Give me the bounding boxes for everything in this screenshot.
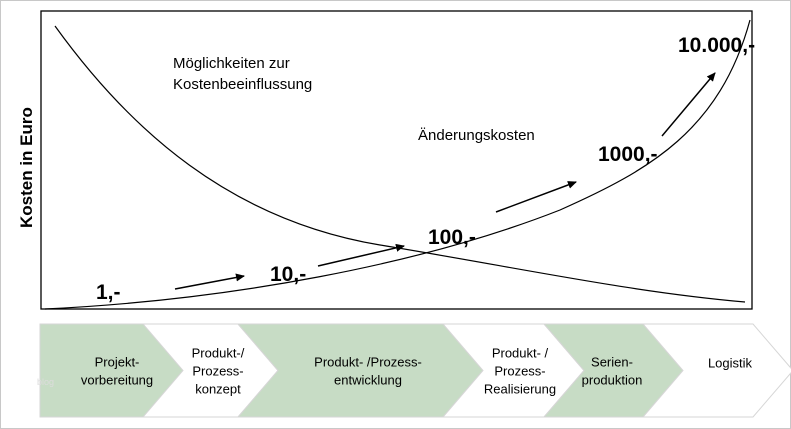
change-cost-curve: [44, 19, 751, 310]
cost-label-1000: 1000,-: [598, 143, 658, 166]
arrow-10-to-100: [317, 243, 405, 267]
phase-label-2-line-2: Prozess-: [192, 364, 243, 379]
cost-label-10000: 10.000,-: [678, 34, 755, 57]
phase-label-4-line-2: Prozess-: [494, 364, 545, 379]
phase-label-6-line-1: Logistik: [708, 356, 753, 371]
phase-label-5-line-2: produktion: [582, 373, 643, 388]
phase-label-5-line-1: Serien-: [591, 355, 633, 370]
arrow-1000-to-10000: [661, 72, 716, 137]
phase-label-3-line-2: entwicklung: [334, 373, 402, 388]
possibility-label-line2: Kostenbeeinflussung: [173, 76, 312, 93]
cost-label-1: 1,-: [96, 281, 121, 304]
phase-label-4-line-3: Realisierung: [484, 382, 556, 397]
arrow-1-to-10: [174, 273, 245, 290]
phase-label-2-line-3: konzept: [195, 382, 241, 397]
phase-chevron-6: [641, 323, 791, 418]
process-chevron-row: Projekt-vorbereitung Produkt-/ Prozess-kon…: [39, 323, 791, 418]
possibility-label-line1: Möglichkeiten zur: [173, 55, 290, 72]
plot-area: [40, 10, 753, 310]
phase-label-4-line-1: Produkt- /: [492, 346, 549, 361]
arrow-100-to-1000: [495, 181, 577, 213]
phase-label-1-line-1: Projekt-: [95, 355, 140, 370]
watermark-text: blog: [37, 377, 55, 387]
cost-label-10: 10,-: [270, 263, 306, 286]
y-axis-label: Kosten in Euro: [17, 107, 36, 228]
phase-label-2-line-1: Produkt-/: [192, 346, 245, 361]
phase-label-3-line-1: Produkt- /Prozess-: [314, 355, 422, 370]
phase-label-1-line-2: vorbereitung: [81, 373, 153, 388]
possibility-curve: [54, 25, 746, 303]
cost-label-100: 100,-: [428, 226, 476, 249]
change-cost-label: Änderungskosten: [418, 127, 535, 144]
